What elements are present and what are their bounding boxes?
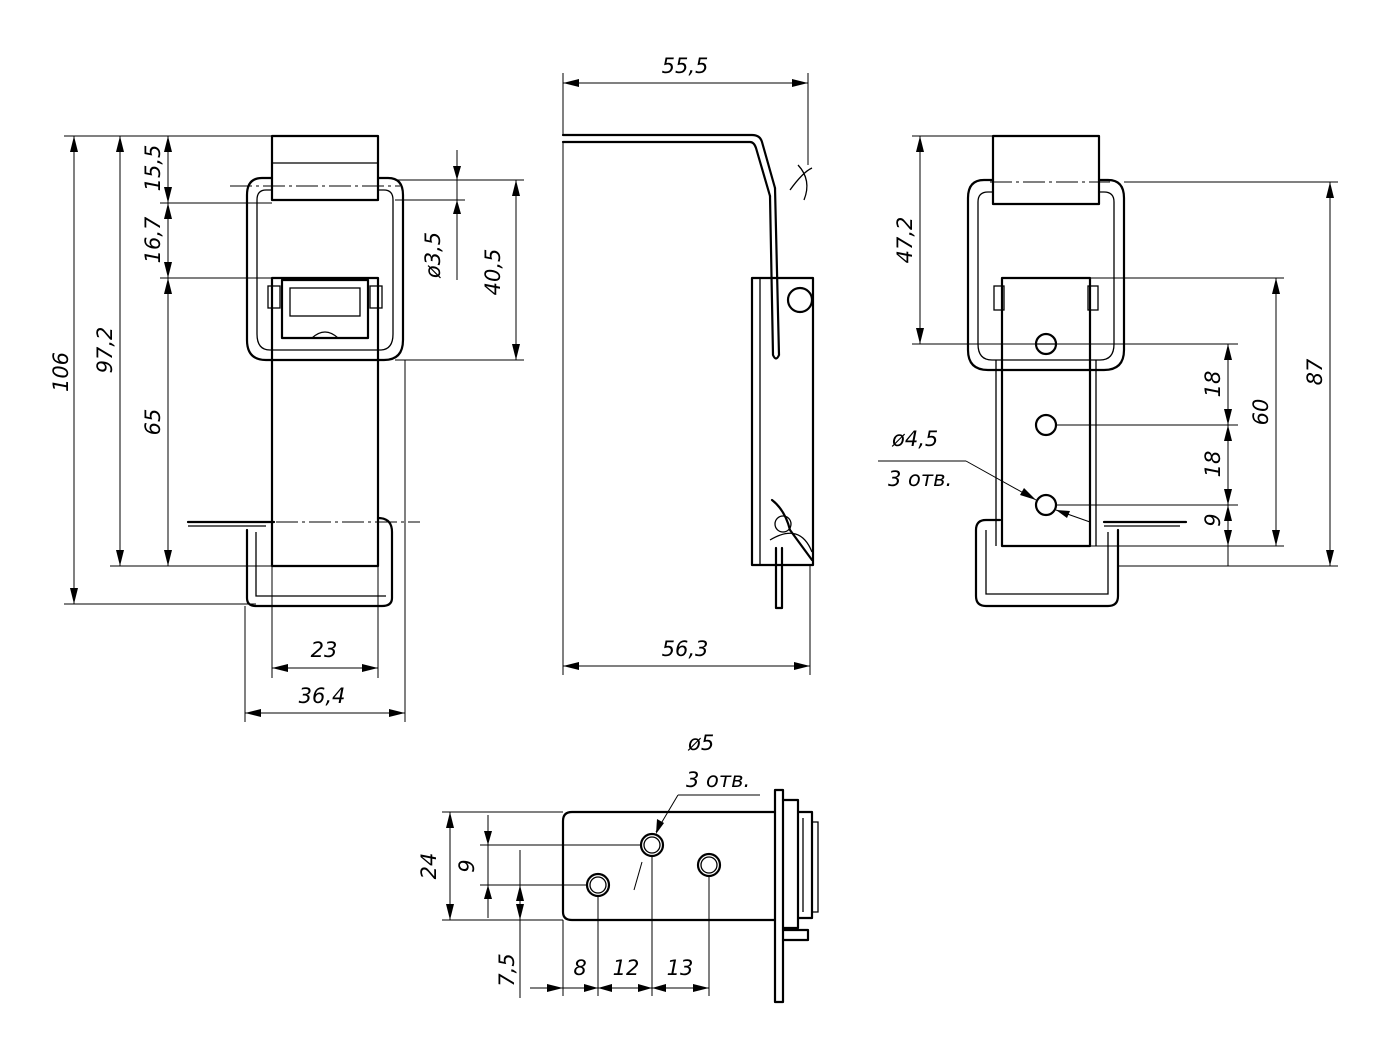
front-hinge [280,278,370,340]
hole-dia-5: ø5 [687,731,714,755]
dim-15-5: 15,5 [141,145,165,192]
front-wire-loop [245,176,405,362]
dim-87: 87 [1303,358,1327,385]
side-view-dimensions: 55,5 56,3 [562,54,811,675]
bottom-view [561,788,819,1004]
side-body-plate [750,276,815,567]
back-body-plate [1000,276,1092,548]
dim-9-bottom: 9 [455,859,479,872]
dim-60: 60 [1249,399,1273,426]
front-view-dimensions: 106 97,2 15,5 16,7 65 ø3,5 40,5 23 36,4 [49,135,524,722]
dim-dia-3-5: ø3,5 [421,232,445,279]
dim-36-4: 36,4 [299,684,346,708]
front-view [186,134,420,608]
dim-9-back: 9 [1201,513,1225,526]
front-hook-plate [270,134,380,202]
back-keeper [974,518,1188,608]
dim-24: 24 [417,853,441,880]
bottom-view-dimensions: 24 9 7,5 8 12 13 ø5 3 отв. [417,731,760,998]
dim-56-3: 56,3 [662,637,709,661]
dim-12: 12 [613,956,640,980]
side-view [561,133,815,610]
side-hinge-pin [786,286,814,314]
dim-8: 8 [573,956,586,980]
dim-40-5: 40,5 [481,249,505,296]
back-hole-3 [1034,493,1058,517]
back-wire-loop [966,178,1126,372]
dim-18-lower: 18 [1201,451,1225,478]
hole-dia-4-5: ø4,5 [891,427,938,451]
bottom-side-flange [773,788,785,1004]
dim-13: 13 [667,956,694,980]
dim-16-7: 16,7 [141,216,165,263]
dim-23: 23 [311,638,338,662]
dim-47-2: 47,2 [893,217,917,264]
back-hole-2 [1034,413,1058,437]
dim-106: 106 [49,352,73,392]
back-view-dimensions: 47,2 87 60 18 18 9 ø4,5 3 отв. [878,135,1338,567]
dim-7-5: 7,5 [495,953,519,986]
dim-97-2: 97,2 [93,327,117,374]
hole-count-back: 3 отв. [888,467,952,491]
dim-65: 65 [141,409,165,436]
front-keeper [186,516,394,608]
back-view [966,134,1188,608]
bottom-keeper-plate [561,810,777,922]
side-keeper-tab [770,498,814,610]
front-body-plate [270,276,380,568]
dim-18-upper: 18 [1201,371,1225,398]
hole-count-bottom: 3 отв. [686,768,750,792]
side-hook [561,133,777,198]
back-hook-plate [991,134,1101,206]
dim-55-5: 55,5 [662,54,709,78]
